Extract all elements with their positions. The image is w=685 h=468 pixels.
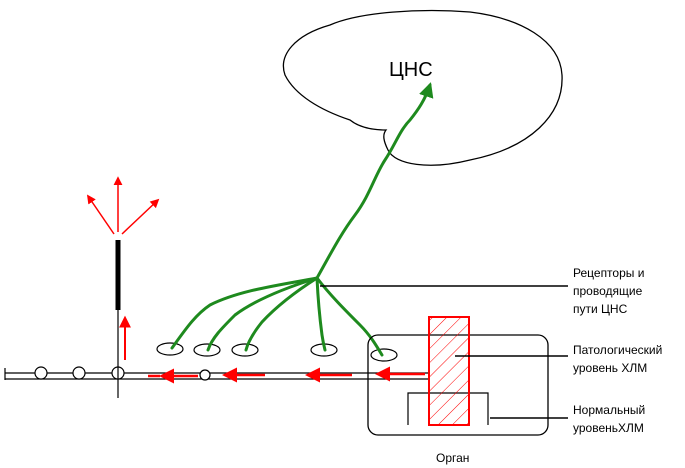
receptors-label: Рецепторы и проводящие пути ЦНС [573, 266, 644, 316]
signal-arrows [148, 366, 425, 384]
normal-label-line-1: Нормальный [573, 403, 645, 417]
organ-box: Орган [367, 316, 549, 465]
normal-label: Нормальный уровеньХЛМ [573, 403, 645, 435]
receptors [156, 342, 398, 362]
receptors-label-line-3: пути ЦНС [573, 302, 628, 316]
pathological-level-bar [428, 316, 470, 426]
receptors-label-line-1: Рецепторы и [573, 266, 644, 280]
cns-cloud: ЦНС [282, 9, 563, 166]
normal-label-line-2: уровеньХЛМ [573, 421, 644, 435]
cns-label: ЦНС [389, 59, 433, 81]
vertical-branch [86, 176, 160, 398]
pathological-label-line-1: Патологический [573, 343, 662, 357]
pathological-label-line-2: уровень ХЛМ [573, 361, 647, 375]
organ-label: Орган [436, 451, 469, 465]
leader-lines [320, 285, 568, 419]
receptors-label-line-2: проводящие [573, 284, 643, 298]
main-pathway [4, 366, 430, 381]
pathological-label: Патологический уровень ХЛМ [573, 343, 662, 375]
nerve-pathways [170, 82, 434, 357]
